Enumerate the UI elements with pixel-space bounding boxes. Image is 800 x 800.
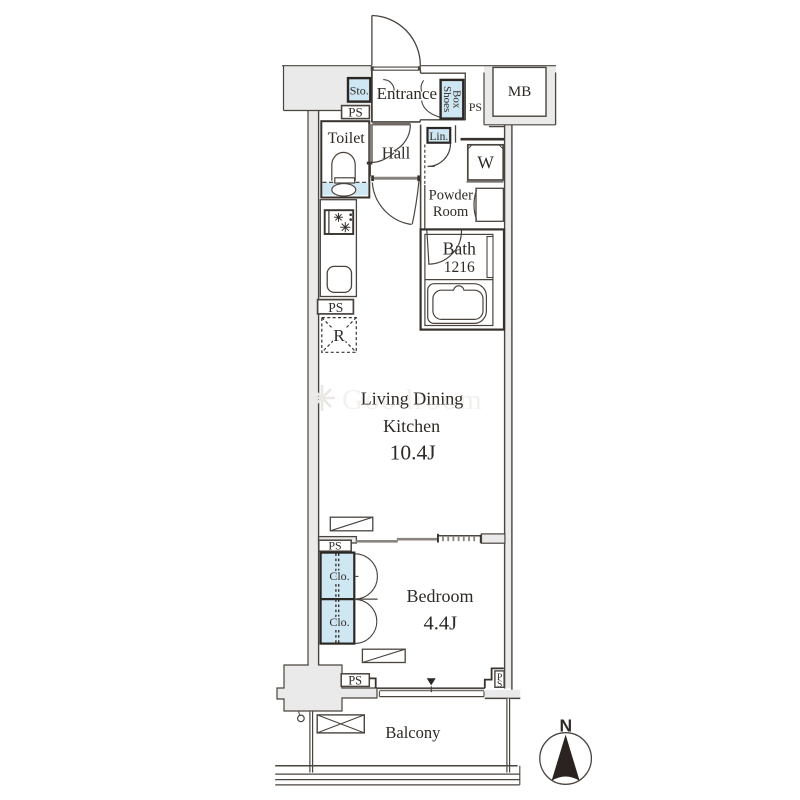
svg-text:Room: Room [433, 204, 469, 220]
svg-text:Living Dining: Living Dining [361, 389, 464, 409]
svg-text:Bath: Bath [443, 239, 476, 259]
svg-text:PS: PS [328, 300, 343, 315]
svg-text:S: S [497, 680, 502, 690]
svg-text:N: N [559, 716, 572, 736]
svg-text:4.4J: 4.4J [423, 613, 457, 635]
svg-text:Shoes: Shoes [441, 86, 453, 112]
svg-text:Balcony: Balcony [385, 723, 441, 742]
svg-text:PS: PS [328, 539, 341, 553]
svg-text:10.4J: 10.4J [390, 440, 436, 464]
svg-text:W: W [477, 153, 494, 173]
svg-text:Powder: Powder [429, 188, 473, 204]
svg-text:R: R [333, 326, 345, 345]
svg-text:MB: MB [508, 84, 531, 100]
svg-text:Box: Box [451, 90, 463, 109]
svg-text:Lin.: Lin. [429, 131, 448, 143]
svg-text:PS: PS [469, 100, 482, 114]
svg-text:Toilet: Toilet [328, 130, 366, 147]
svg-text:1216: 1216 [444, 259, 475, 276]
svg-text:PS: PS [348, 674, 362, 688]
svg-text:P: P [497, 673, 502, 683]
svg-text:Hall: Hall [382, 144, 411, 163]
svg-text:Clo.: Clo. [329, 569, 349, 583]
svg-text:Kitchen: Kitchen [383, 416, 440, 436]
svg-text:Clo.: Clo. [329, 615, 349, 629]
svg-text:Entrance: Entrance [377, 84, 437, 103]
svg-text:Goodroom: Goodroom [342, 384, 484, 416]
svg-text:Sto.: Sto. [350, 83, 369, 97]
svg-text:PS: PS [348, 105, 362, 120]
svg-text:Bedroom: Bedroom [407, 586, 474, 606]
